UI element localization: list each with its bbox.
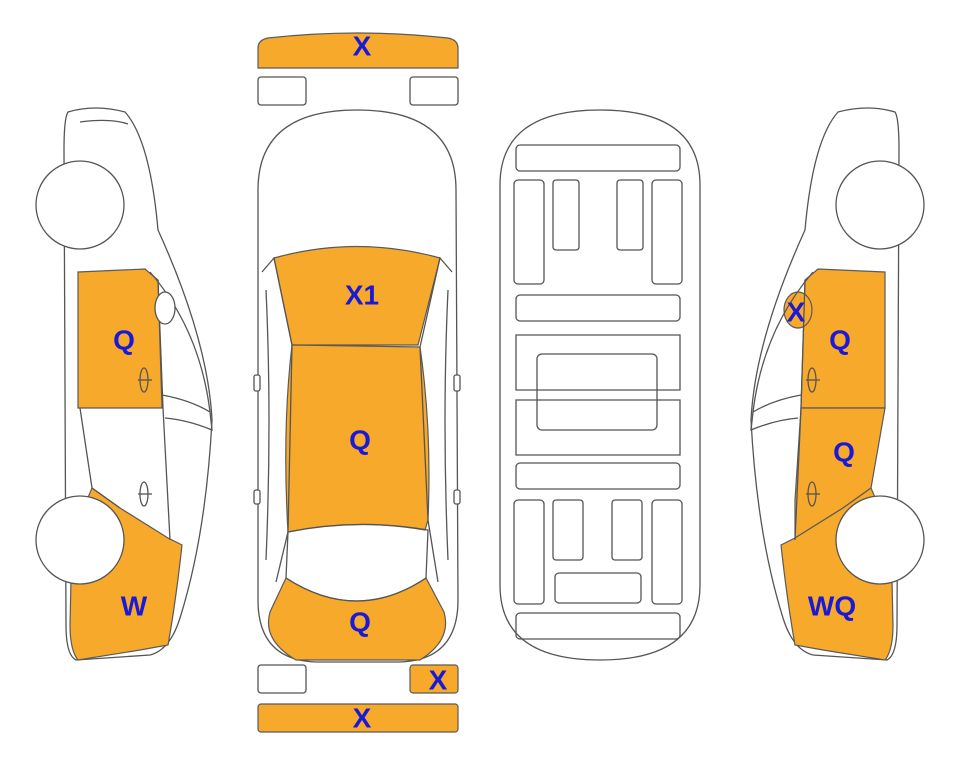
rear-bumper-label: X (353, 703, 372, 734)
rear-bumper-panel[interactable] (257, 703, 459, 733)
right-rear-door-label: Q (833, 437, 855, 468)
right-door-line (794, 279, 806, 541)
left-front-wheel[interactable] (35, 160, 125, 250)
right-front-fender-label: Q (829, 325, 851, 356)
rear-center-seat (554, 572, 642, 604)
right-side-view: X Q Q WQ (750, 107, 925, 661)
front-pillar-left (261, 256, 293, 583)
rear-right-seat (611, 499, 643, 561)
right-rear-wheel[interactable] (835, 495, 925, 585)
front-right-seat (616, 179, 644, 251)
center-console (536, 353, 658, 431)
right-front-door-handle (806, 367, 820, 393)
top-left-rear-mirror (253, 489, 261, 505)
dashboard-panel (515, 144, 681, 172)
left-front-fender-label: Q (113, 325, 135, 356)
left-rear-wheel[interactable] (35, 495, 125, 585)
front-right-floor (651, 179, 683, 285)
left-taillight[interactable] (257, 664, 307, 694)
right-taillight-label: X (429, 665, 448, 696)
left-rear-quarter-label: W (121, 591, 148, 622)
rear-shelf (515, 612, 681, 640)
right-windshield-line (752, 271, 814, 413)
rear-window-outline (285, 523, 429, 602)
center-frame-lower (515, 399, 681, 456)
right-rear-door-handle (806, 481, 820, 507)
top-right-rear-mirror (453, 489, 461, 505)
right-headlight[interactable] (409, 76, 459, 106)
right-window-line (750, 394, 802, 432)
roof-label: Q (349, 425, 371, 456)
left-rear-door-line (79, 407, 121, 509)
rear-left-seat (552, 499, 584, 561)
center-frame (515, 334, 681, 391)
top-left-mirror[interactable] (253, 374, 261, 392)
left-side-view: Q W (35, 107, 213, 661)
left-front-door-handle (138, 367, 152, 393)
rear-right-floor (651, 499, 683, 605)
interior-body (499, 109, 701, 661)
front-left-floor (513, 179, 545, 285)
trunk-label: Q (349, 607, 371, 638)
left-window-line (161, 394, 213, 432)
right-taillight-panel[interactable] (409, 664, 459, 694)
top-right-mirror[interactable] (453, 374, 461, 392)
center-bar-front (515, 294, 681, 322)
front-bumper-label: X (353, 31, 372, 62)
left-mirror[interactable] (154, 291, 176, 325)
left-headlight[interactable] (257, 76, 307, 106)
front-pillar-right (419, 256, 453, 583)
left-roof-line (79, 119, 129, 125)
right-rear-quarter-label: WQ (808, 591, 856, 622)
left-rear-door-handle (138, 481, 152, 507)
right-front-wheel[interactable] (835, 160, 925, 250)
side-line-left (265, 289, 270, 561)
top-view: X X1 Q Q X X (253, 31, 461, 734)
left-windshield-line (149, 271, 211, 413)
front-left-seat (552, 179, 580, 251)
interior-view (499, 109, 701, 661)
center-bar-rear (515, 462, 681, 490)
side-line-right (444, 289, 449, 561)
hood-label: X1 (345, 280, 379, 311)
right-mirror-label: X (787, 297, 806, 328)
left-door-line (157, 279, 171, 541)
rear-left-floor (513, 499, 545, 605)
front-bumper-panel[interactable] (257, 32, 459, 69)
